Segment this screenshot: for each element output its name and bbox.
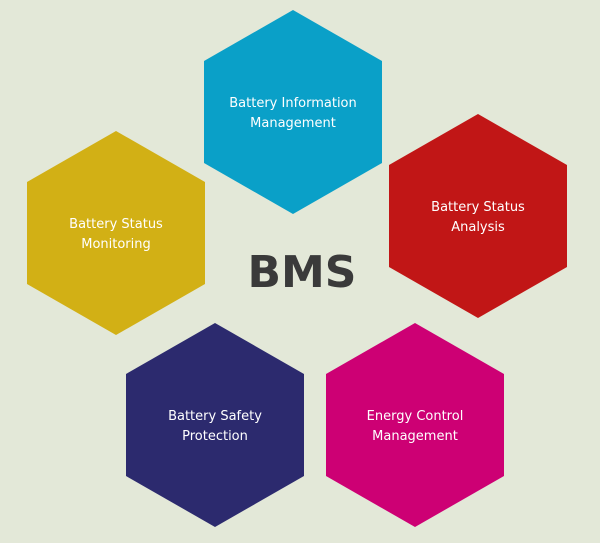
hexagon-label-analysis-line-2: Analysis [451, 220, 505, 235]
hexagon-shape-analysis [389, 114, 567, 318]
hexagon-label-monitoring-line-2: Monitoring [81, 237, 151, 252]
hexagon-label-monitoring-line-1: Battery Status [69, 217, 163, 232]
hexagon-shape-info [204, 10, 382, 214]
hexagon-label-protection-line-1: Battery Safety [168, 409, 262, 424]
center-title: BMS [247, 247, 356, 298]
hexagon-label-info-line-1: Battery Information [229, 96, 357, 111]
hexagon-label-analysis-line-1: Battery Status [431, 200, 525, 215]
hexagon-label-protection-line-2: Protection [182, 429, 248, 444]
hexagon-shape-protection [126, 323, 304, 527]
hexagon-label-energy-line-1: Energy Control [367, 409, 464, 424]
hexagon-label-info-line-2: Management [250, 116, 336, 131]
hexagon-label-energy-line-2: Management [372, 429, 458, 444]
hexagon-shape-energy [326, 323, 504, 527]
hexagon-shape-monitoring [27, 131, 205, 335]
